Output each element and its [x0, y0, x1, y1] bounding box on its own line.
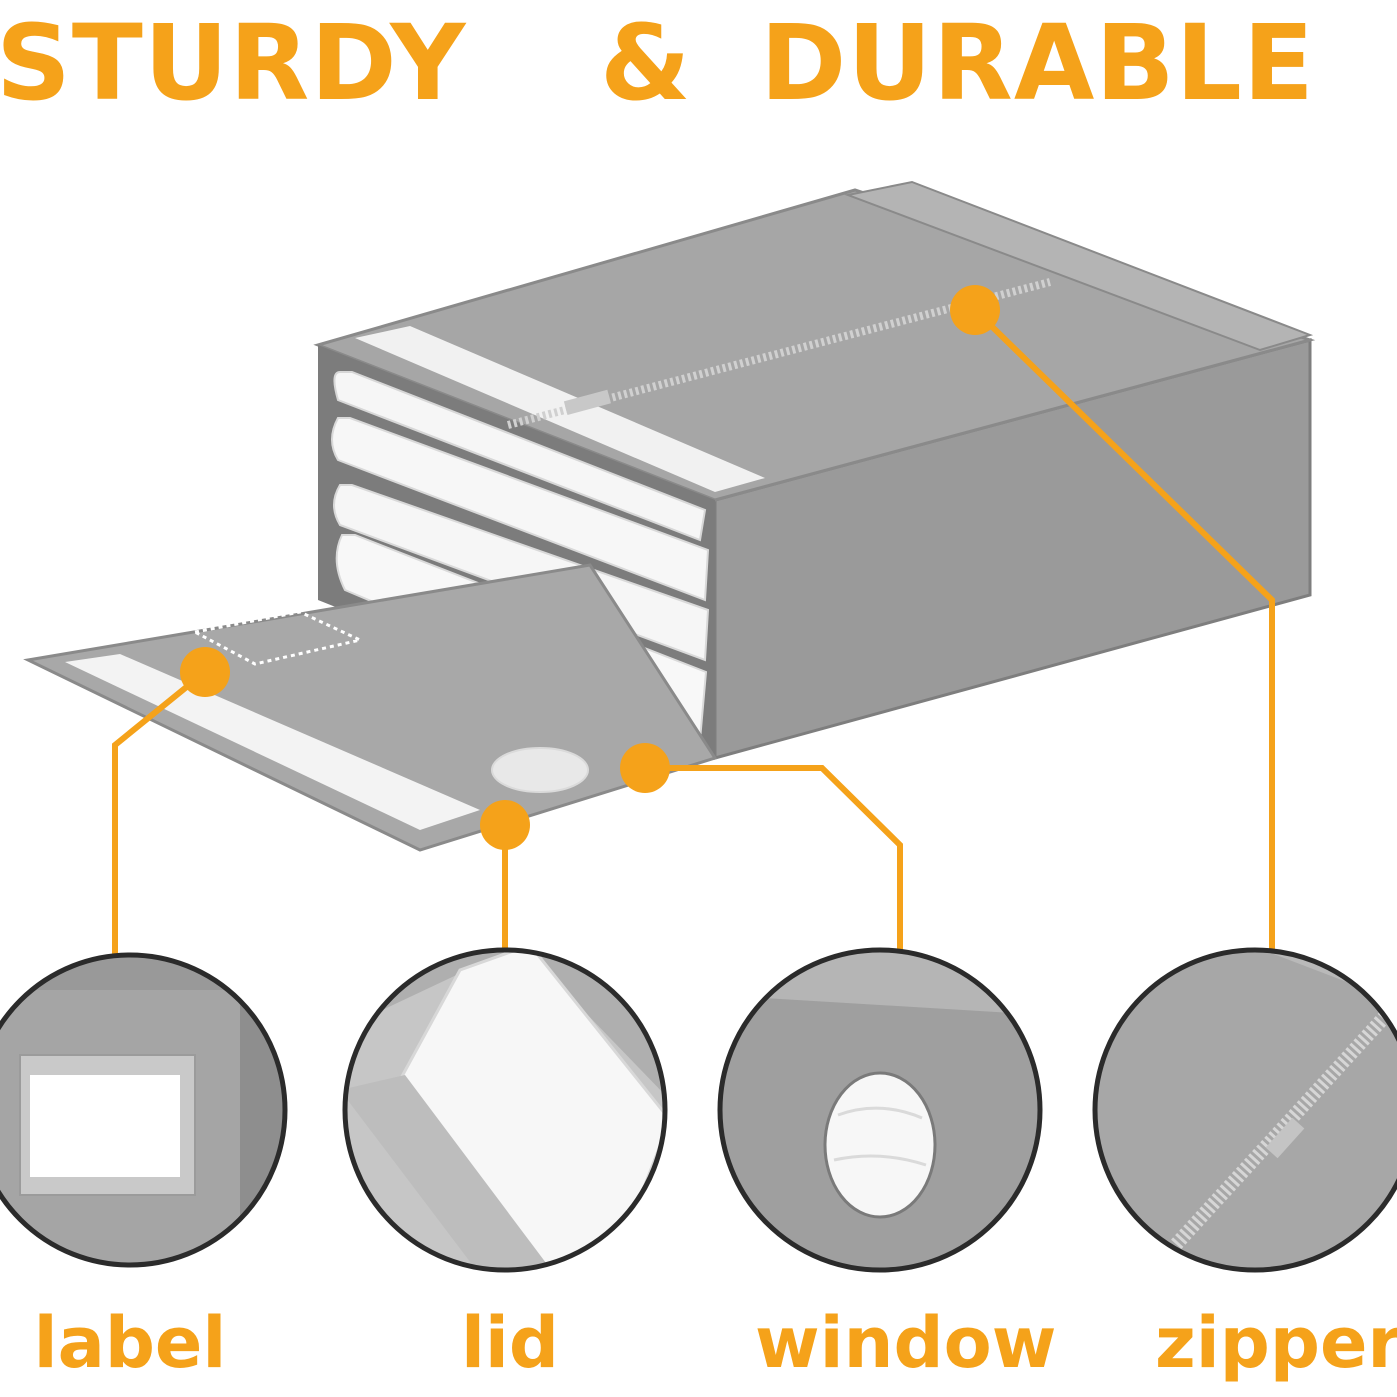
- dot-window: [620, 743, 670, 793]
- caption-zipper: zipper: [1155, 1302, 1397, 1384]
- dot-label: [180, 647, 230, 697]
- front-flap: [23, 563, 718, 852]
- headline-word-sturdy: STURDY: [0, 2, 467, 124]
- box-zipper-pull: [563, 389, 611, 415]
- dot-zipper: [950, 285, 1000, 335]
- callout-lines: [112, 307, 1275, 955]
- label-pocket-icon: [0, 952, 288, 1268]
- headline: STURDY & DURABLE: [0, 8, 1397, 118]
- flap-face: [23, 563, 718, 852]
- flap-window-hole: [491, 747, 589, 793]
- caption-label: label: [33, 1302, 227, 1384]
- headline-word-durable: DURABLE: [760, 2, 1315, 124]
- window-hole-icon: [717, 947, 1043, 1273]
- caption-window: window: [755, 1302, 1057, 1384]
- callout-dots: [180, 285, 1000, 850]
- dot-lid: [480, 800, 530, 850]
- headline-ampersand: &: [600, 2, 692, 124]
- lid-strap-icon: [342, 947, 668, 1273]
- zipper-icon: [1092, 947, 1397, 1273]
- box-top-strap: [844, 180, 1314, 352]
- caption-lid: lid: [460, 1302, 560, 1384]
